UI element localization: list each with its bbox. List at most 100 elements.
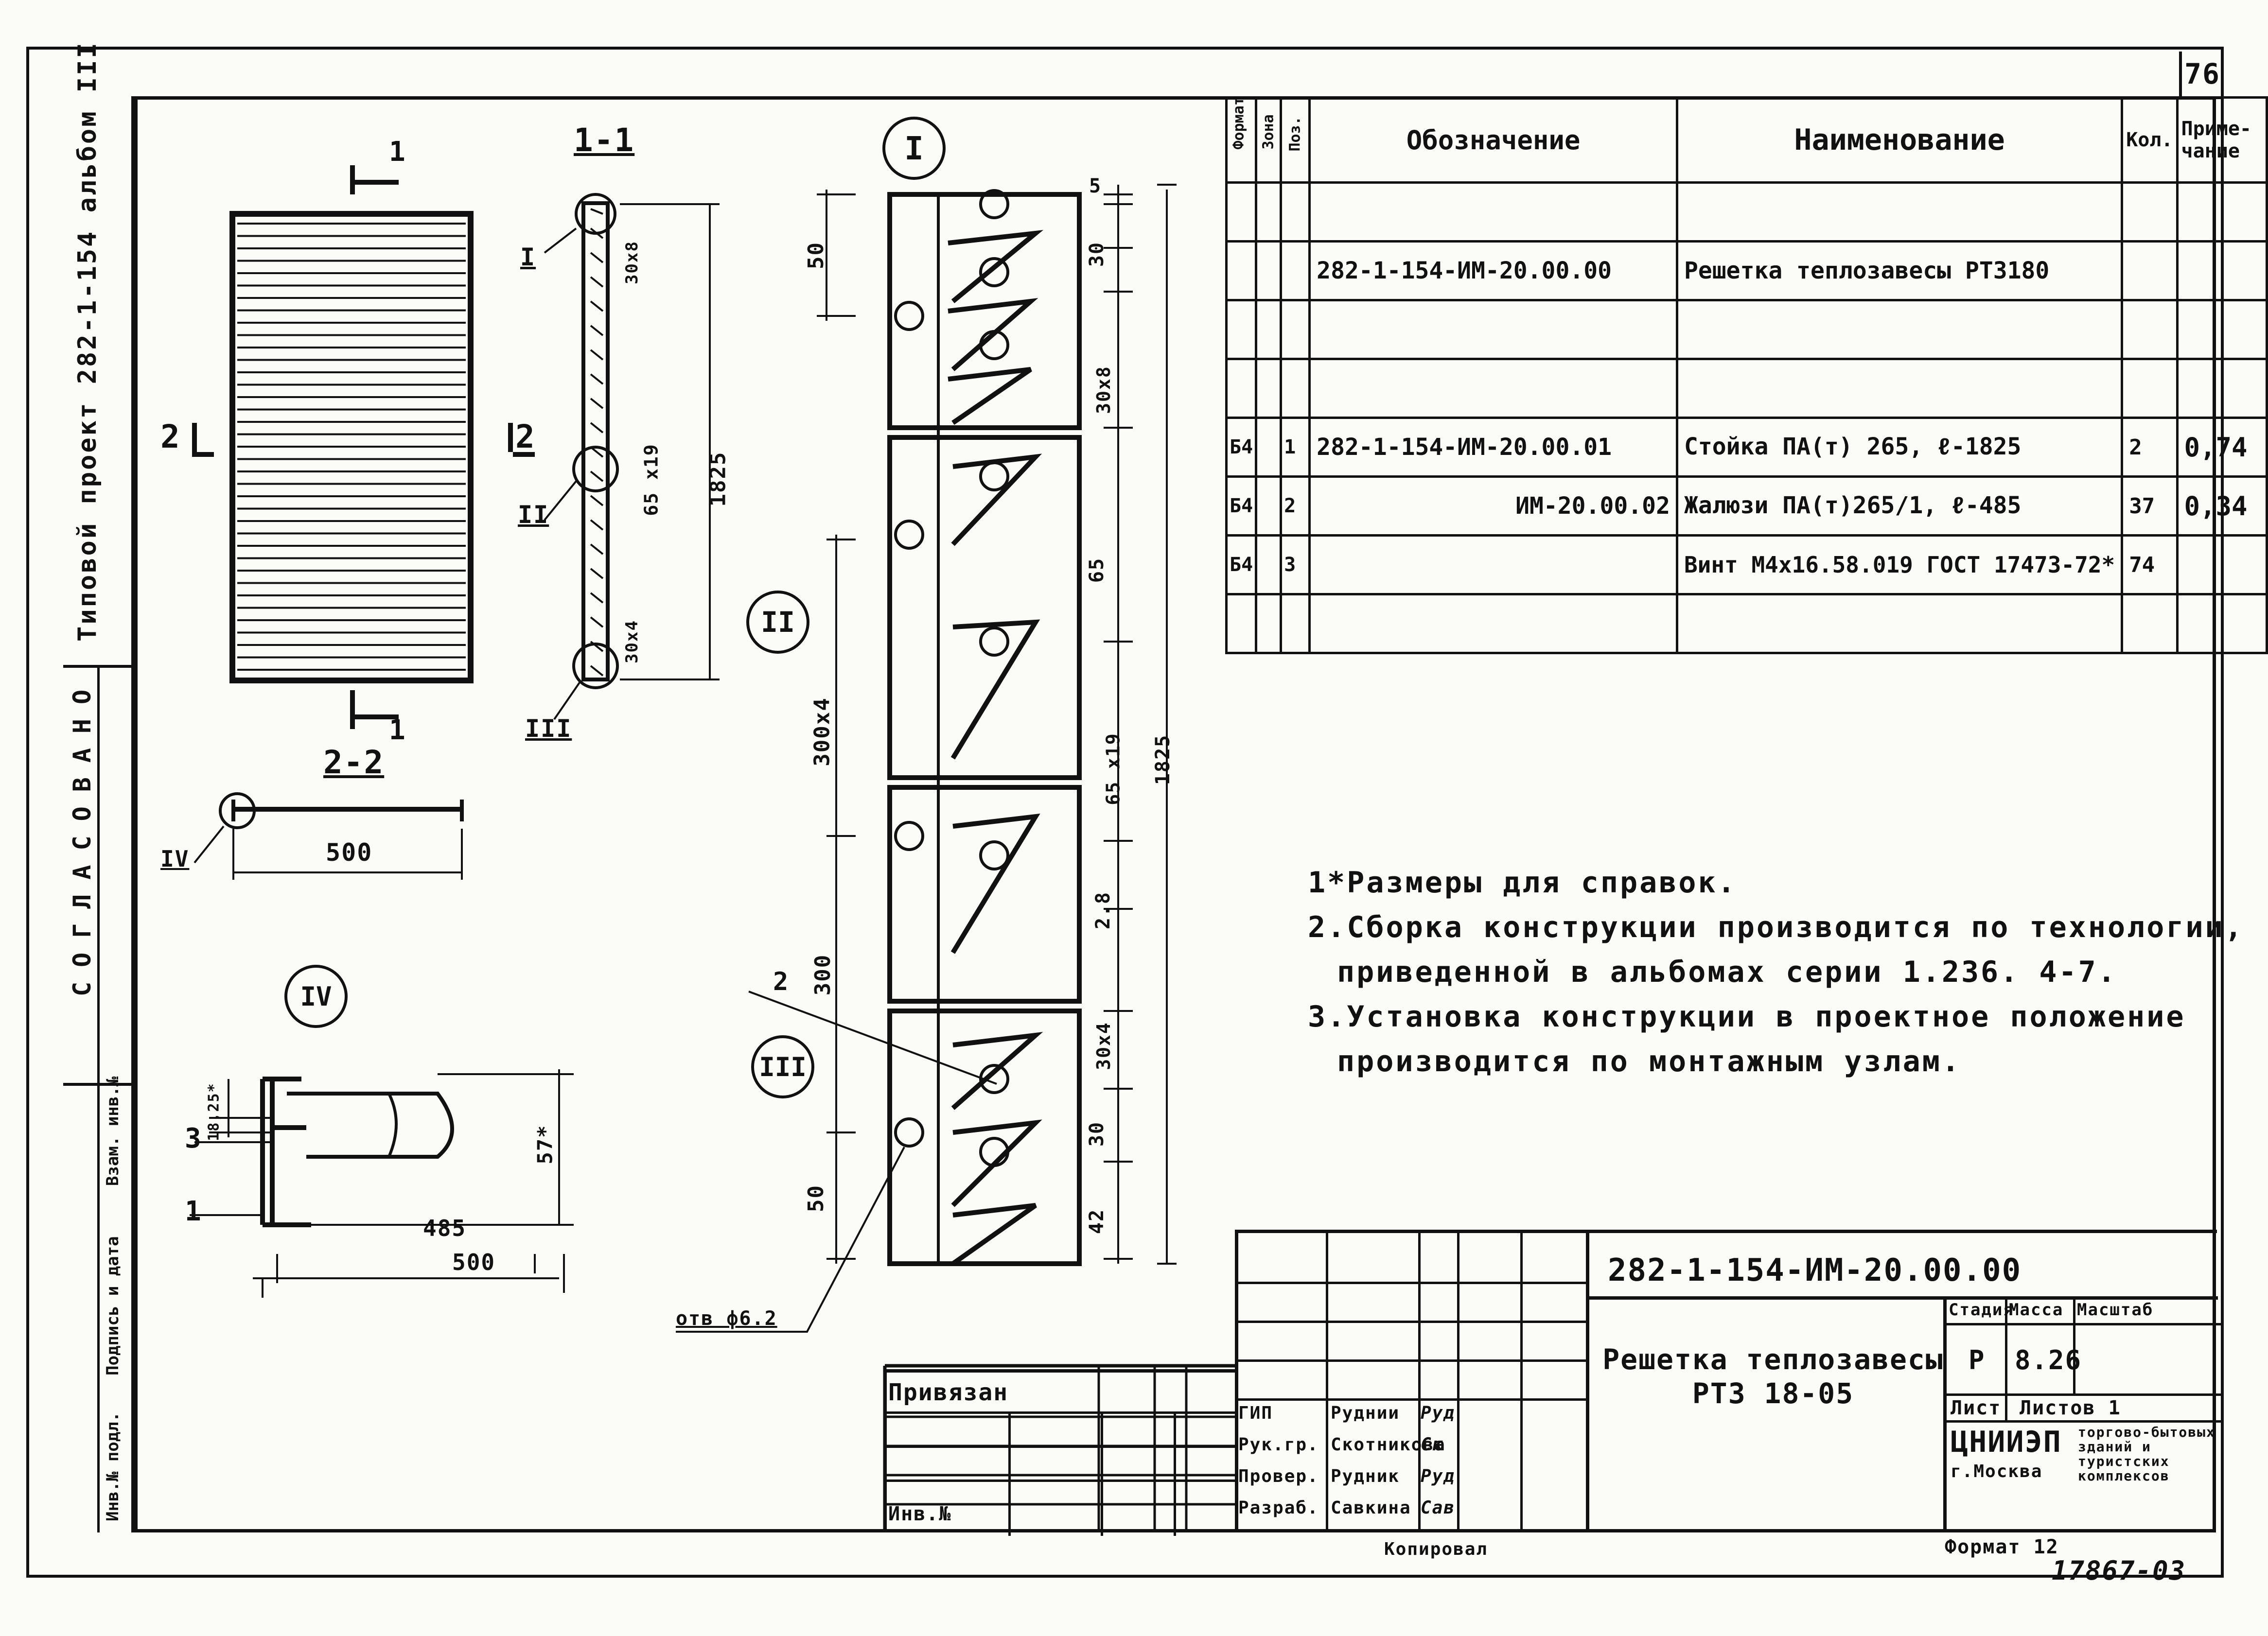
tb-row-line: [1238, 1359, 1588, 1362]
tb-left-lines: [1238, 1233, 1588, 1532]
label-cut-2-left: 2: [160, 418, 181, 455]
long-section: [676, 184, 1177, 1333]
tb-city: г.Москва: [1951, 1462, 2043, 1481]
spec-cell-pos: [1280, 358, 1311, 419]
spec-cell-note: [2176, 358, 2268, 419]
dim-57-node: 57*: [533, 1124, 557, 1165]
tb-row-line: [1238, 1321, 1588, 1323]
tb-person-name: Рудник: [1331, 1466, 1400, 1486]
label-view-1-1: 1-1: [574, 122, 635, 159]
dim-50-top: 50: [803, 242, 828, 269]
tb-stage-hline: [1947, 1323, 2222, 1325]
tb-person-sign: Ск: [1421, 1435, 1444, 1455]
grate-front-view: [192, 165, 535, 729]
spec-cell-name: [1675, 299, 2124, 360]
tb-row-line: [1238, 1398, 1588, 1401]
spec-cell-designation: 282-1-154-ИМ-20.00.00: [1308, 240, 1678, 301]
spec-header-designation: Обозначение: [1308, 96, 1678, 184]
sheet-outer-border: [26, 47, 2224, 1578]
spec-cell-note: [2176, 299, 2268, 360]
spec-header-pos: Поз.: [1280, 96, 1311, 184]
tb-stage-hline: [1947, 1420, 2222, 1423]
spec-cell-zone: [1255, 299, 1283, 360]
spec-cell-qty: [2121, 181, 2179, 243]
tb-tied-vline: [1174, 1411, 1176, 1536]
node-iv-marker-text: IV: [300, 981, 332, 1012]
tb-person-sign: Сав: [1421, 1498, 1456, 1518]
tb-sheet-label: Лист: [1951, 1397, 2002, 1419]
spec-cell-format: [1225, 299, 1258, 360]
tb-tied-vline: [1008, 1411, 1011, 1536]
tb-col-line: [1326, 1233, 1328, 1532]
node-iii-marker-text: III: [759, 1051, 807, 1082]
spec-cell-qty: 37: [2121, 475, 2179, 537]
tb-mass-label: Масса: [2009, 1300, 2064, 1320]
sheet-number-box: 76: [2179, 52, 2223, 99]
dim-50-bottom: 50: [803, 1184, 828, 1212]
spec-cell-format: [1225, 240, 1258, 301]
label-node-ii-small: II: [518, 501, 549, 529]
tb-code: 282-1-154-ИМ-20.00.00: [1608, 1253, 2022, 1288]
label-node-i-small: I: [520, 243, 536, 271]
spec-cell-designation: [1308, 358, 1678, 419]
tb-person-name: Савкина: [1331, 1498, 1411, 1518]
spec-cell-qty: 2: [2121, 417, 2179, 478]
spec-cell-note: [2176, 181, 2268, 243]
spec-cell-designation: ИМ-20.00.02: [1308, 475, 1678, 537]
spec-cell-name: [1675, 181, 2124, 243]
note-3-cont: производится по монтажным узлам.: [1337, 1044, 1961, 1079]
spec-cell-qty: [2121, 593, 2179, 654]
spec-cell-zone: [1255, 593, 1283, 654]
spec-cell-qty: [2121, 299, 2179, 360]
spec-cell-designation: [1308, 299, 1678, 360]
spec-cell-format: Б4: [1225, 417, 1258, 478]
label-hole: отв ф6.2: [676, 1307, 777, 1330]
left-strip-vline: [97, 665, 100, 1532]
spec-cell-pos: [1280, 299, 1311, 360]
dim-5-long: 5: [1089, 175, 1102, 197]
spec-cell-pos: 1: [1280, 417, 1311, 478]
tb-person-role: ГИП: [1238, 1403, 1273, 1423]
spec-cell-name: Стойка ПА(т) 265, ℓ-1825: [1675, 417, 2124, 478]
spec-cell-qty: [2121, 240, 2179, 301]
spec-cell-pos: [1280, 240, 1311, 301]
dim-65x19-section: 65 x19: [640, 443, 662, 516]
label-view-2-2: 2-2: [323, 744, 385, 781]
tb-stage-vline: [2005, 1296, 2007, 1420]
spec-row: [1225, 299, 2268, 360]
spec-cell-format: [1225, 358, 1258, 419]
label-pos-3: 3: [185, 1123, 202, 1154]
left-strip: [63, 96, 134, 1532]
spec-cell-format: Б4: [1225, 475, 1258, 537]
tb-col-line: [1418, 1233, 1421, 1532]
tb-org-desc: торгово-бытовых зданий и туристских комп…: [2078, 1424, 2215, 1484]
dim-30-long-top: 30: [1086, 241, 1108, 267]
tb-title: Решетка теплозавесы РТЗ 18-05: [1602, 1343, 1944, 1410]
dim-30x4-section: 30x4: [622, 620, 642, 663]
spec-cell-note: [2176, 593, 2268, 654]
tb-person-sign: Руд: [1421, 1466, 1456, 1486]
spec-cell-pos: 2: [1280, 475, 1311, 537]
spec-cell-name: [1675, 358, 2124, 419]
tb-tied-hline: [887, 1479, 1238, 1482]
tb-sheets-label: Листов 1: [2020, 1397, 2121, 1419]
section-1-1: [544, 193, 720, 720]
spec-cell-zone: [1255, 417, 1283, 478]
tb-copied: Копировал: [1384, 1539, 1488, 1559]
tb-stage-hline: [1947, 1393, 2222, 1396]
spec-row: [1225, 593, 2268, 654]
dim-500-section: 500: [326, 838, 373, 867]
spec-cell-format: [1225, 593, 1258, 654]
spec-cell-zone: [1255, 534, 1283, 595]
note-2: 2.Сборка конструкции производится по тех…: [1308, 910, 2244, 944]
tb-row-line: [1238, 1282, 1588, 1284]
spec-cell-format: [1225, 181, 1258, 243]
dim-500-node: 500: [452, 1249, 496, 1275]
spec-cell-zone: [1255, 475, 1283, 537]
tb-col-line: [1520, 1233, 1523, 1532]
label-cut-2-right: 2: [515, 418, 536, 455]
node-ii-marker: II: [746, 591, 809, 654]
